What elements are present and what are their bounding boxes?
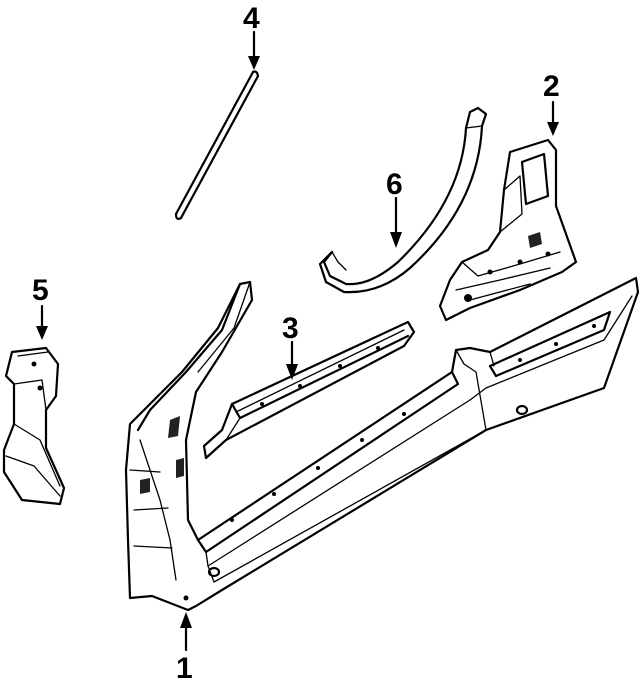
- part-6-curved-rail[interactable]: [318, 106, 488, 294]
- part-1-side-body-panel[interactable]: [124, 276, 640, 612]
- callout-4: 4: [243, 2, 260, 35]
- callout-2: 2: [543, 70, 560, 103]
- callout-5: 5: [32, 274, 49, 307]
- callout-3: 3: [282, 312, 299, 345]
- part-3-rocker-reinforcement[interactable]: [202, 320, 416, 460]
- callout-6: 6: [386, 168, 403, 201]
- part-4-molding-strip[interactable]: [174, 70, 260, 220]
- part-2-quarter-bracket[interactable]: [438, 138, 578, 322]
- callout-arrows: [36, 30, 559, 652]
- callout-1: 1: [176, 652, 193, 680]
- part-5-pillar-reinforcement[interactable]: [2, 346, 66, 506]
